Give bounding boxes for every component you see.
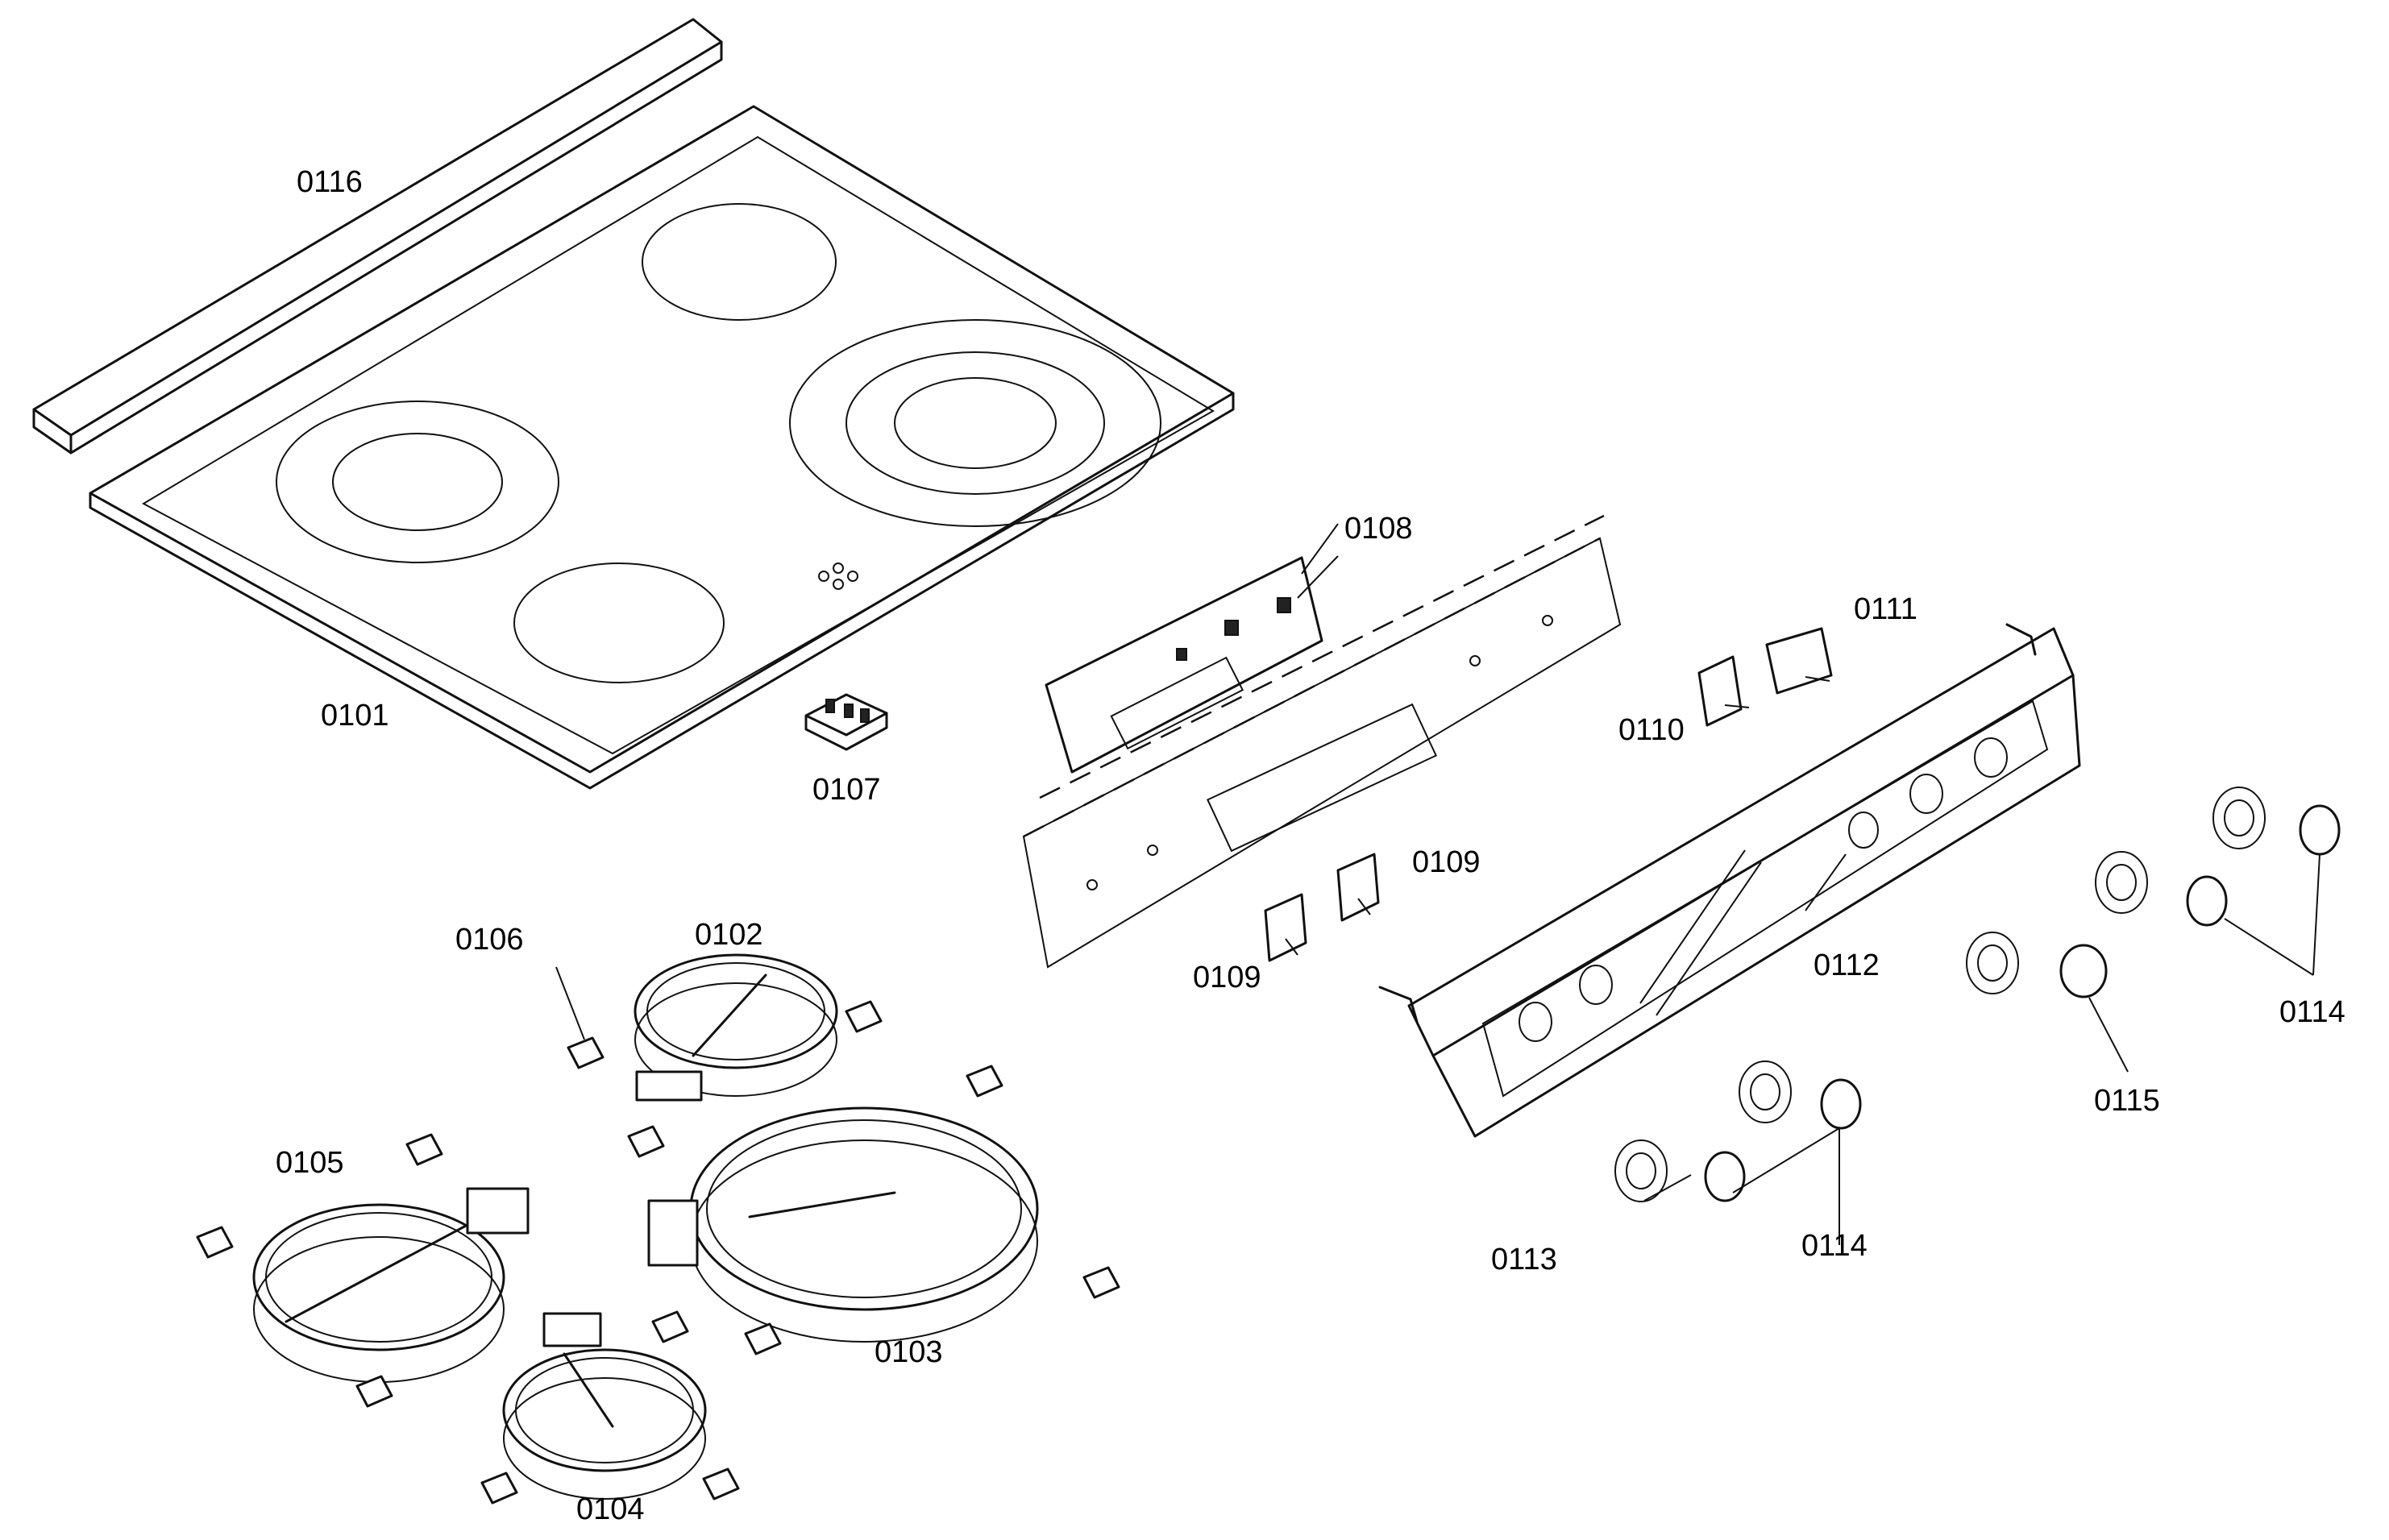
part-control-board [1045, 555, 1339, 774]
label-0114-b: 0114 [1801, 1229, 1868, 1263]
part-switch-0109-b [1264, 893, 1307, 962]
part-trim-strip [32, 18, 723, 455]
part-control-bracket [1022, 514, 1622, 969]
part-knobs [1704, 804, 2341, 1202]
part-burner-0102 [634, 953, 838, 1102]
part-switch-0109-a [1336, 853, 1380, 922]
leader-lines [555, 523, 2320, 1245]
label-0104: 0104 [576, 1492, 645, 1526]
part-burner-0105 [252, 1187, 530, 1383]
label-0108: 0108 [1344, 512, 1413, 546]
part-switch-0111 [1765, 627, 1833, 695]
label-0110: 0110 [1618, 713, 1685, 747]
label-0116: 0116 [297, 165, 363, 199]
label-0106: 0106 [455, 923, 524, 957]
label-0114-a: 0114 [2279, 995, 2345, 1029]
label-0103: 0103 [875, 1335, 943, 1369]
label-0109-b: 0109 [1193, 961, 1261, 994]
part-switch-0110 [1697, 655, 1750, 727]
part-switch-0107 [804, 693, 888, 751]
label-0102: 0102 [695, 918, 763, 952]
part-glass-cooktop [89, 105, 1235, 790]
part-control-panel [1378, 623, 2081, 1138]
part-labels: 0116 0101 0107 0108 0111 0110 0109 0109 … [276, 165, 2345, 1526]
label-0101: 0101 [321, 699, 389, 733]
label-0107: 0107 [812, 773, 881, 807]
label-0109-a: 0109 [1412, 845, 1481, 879]
label-0115: 0115 [2094, 1084, 2160, 1118]
label-0111: 0111 [1854, 592, 1917, 626]
label-0112: 0112 [1814, 948, 1880, 982]
part-burner-0103 [647, 1106, 1039, 1343]
label-0113: 0113 [1491, 1243, 1557, 1276]
part-clips [196, 1000, 1120, 1505]
part-knob-bezels [1614, 787, 2266, 1202]
part-burner-0104 [502, 1312, 707, 1500]
label-0105: 0105 [276, 1146, 344, 1180]
